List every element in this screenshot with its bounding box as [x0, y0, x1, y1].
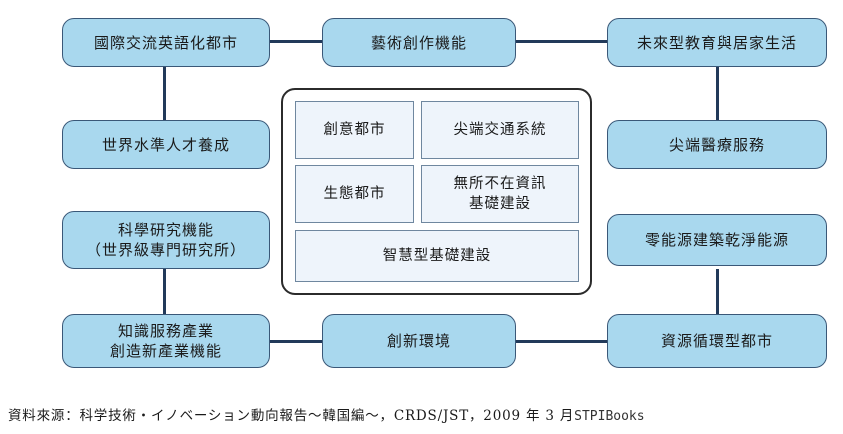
source-caption: 資料來源：科学技術・イノベーション動向報告〜韓国編〜，CRDS/JST，2009…: [8, 404, 843, 424]
node-label-line2: 創造新產業機能: [109, 342, 222, 360]
node-talent-cultivation: 世界水準人才養成: [62, 120, 270, 169]
node-innovation-environment: 創新環境: [322, 314, 516, 368]
node-advanced-medical: 尖端醫療服務: [607, 120, 827, 169]
node-international-city: 國際交流英語化都市: [62, 18, 270, 67]
cell-label-line1: 無所不在資訊: [453, 176, 547, 192]
node-future-education: 未來型教育與居家生活: [607, 18, 827, 67]
connector-left-vertical-2: [163, 269, 166, 314]
connector-right-vertical-2: [716, 269, 719, 314]
node-label: 創新環境: [386, 332, 451, 350]
cell-label: 智慧型基礎建設: [382, 248, 492, 264]
cell-label: 尖端交通系統: [453, 122, 547, 138]
node-arts-creation: 藝術創作機能: [322, 18, 516, 67]
node-label: 資源循環型都市: [660, 332, 773, 350]
connector-bottom-left-center: [270, 340, 322, 343]
cell-smart-infrastructure: 智慧型基礎建設: [295, 230, 579, 282]
connector-top-left-center: [270, 40, 322, 43]
node-label-line1: 科學研究機能: [117, 221, 214, 239]
node-label: 零能源建築乾淨能源: [644, 231, 789, 249]
cell-ubiquitous-infrastructure: 無所不在資訊 基礎建設: [421, 165, 579, 223]
cell-eco-city: 生態都市: [295, 165, 414, 223]
node-resource-recycling: 資源循環型都市: [607, 314, 827, 368]
connector-bottom-center-right: [516, 340, 607, 343]
node-label-line2: （世界級專門研究所）: [85, 241, 246, 259]
cell-label: 生態都市: [323, 186, 386, 202]
node-label: 藝術創作機能: [370, 33, 467, 52]
connector-top-center-right: [516, 40, 607, 43]
cell-label-line2: 基礎建設: [469, 196, 531, 212]
connector-right-vertical-1: [716, 67, 719, 120]
cell-label: 創意都市: [323, 122, 386, 138]
node-science-research: 科學研究機能 （世界級專門研究所）: [62, 211, 270, 269]
node-label: 未來型教育與居家生活: [636, 33, 797, 52]
node-label: 世界水準人才養成: [101, 135, 230, 154]
node-label: 尖端醫療服務: [668, 135, 765, 154]
node-knowledge-service: 知識服務產業 創造新產業機能: [62, 314, 270, 368]
watermark: STPIBooks: [574, 409, 645, 424]
node-label-line1: 知識服務產業: [117, 322, 214, 340]
cell-creative-city: 創意都市: [295, 101, 414, 159]
source-text: 資料來源：科学技術・イノベーション動向報告〜韓国編〜，CRDS/JST，2009…: [8, 408, 575, 424]
node-label: 國際交流英語化都市: [93, 33, 238, 52]
connector-left-vertical-1: [163, 67, 166, 120]
node-zero-energy: 零能源建築乾淨能源: [607, 214, 827, 266]
cell-advanced-transport: 尖端交通系統: [421, 101, 579, 159]
